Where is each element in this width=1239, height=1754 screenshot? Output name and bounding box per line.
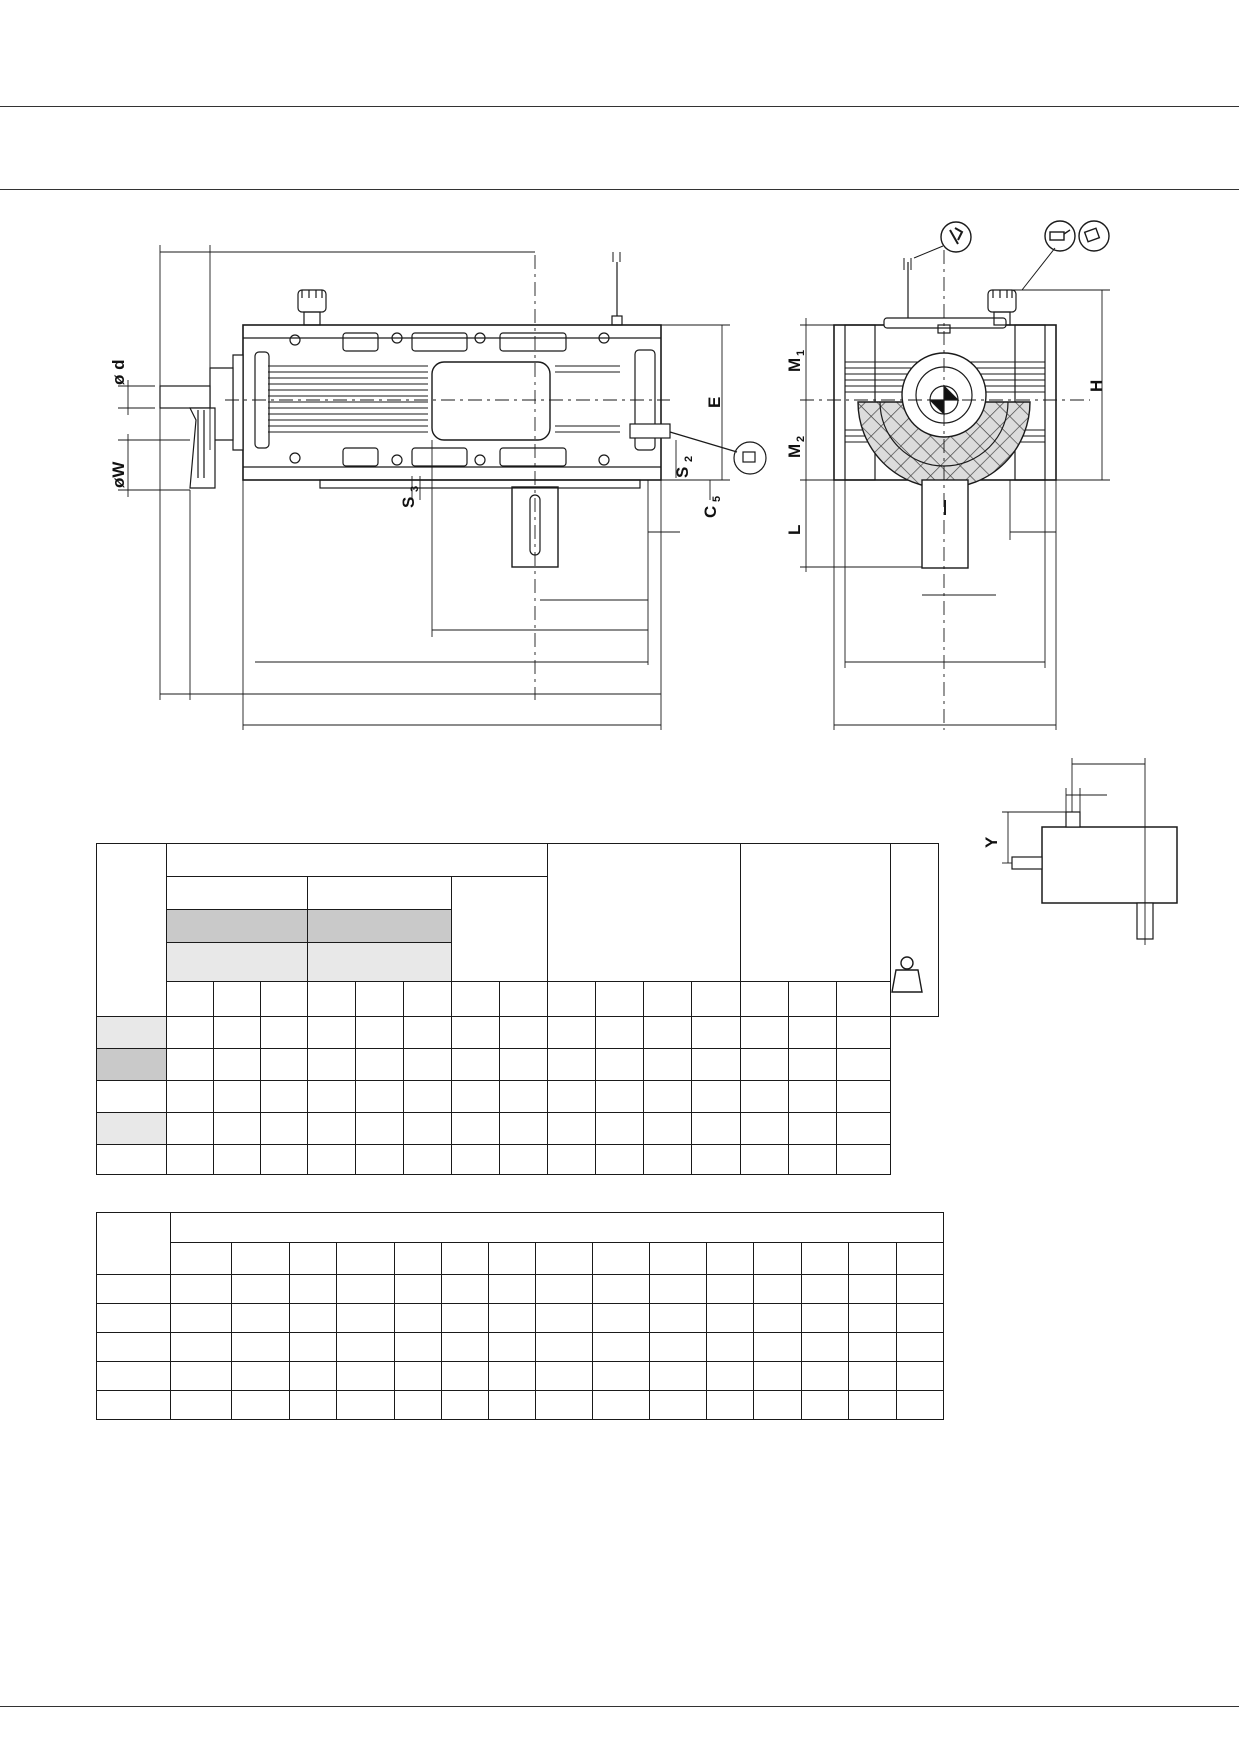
table-1-shaded-cell [166, 942, 308, 982]
label-c5-sub: 5 [711, 496, 723, 502]
table-1-header-row [96, 843, 939, 1017]
table-1-row-header [96, 1016, 167, 1049]
table-row [96, 1112, 939, 1145]
label-shaft-d: ø d [109, 360, 128, 386]
table-1-shaded-cell [307, 909, 452, 943]
table-1-cell [260, 981, 308, 1017]
front-view [800, 250, 1110, 730]
table-1-header-row [97, 876, 939, 982]
label-c5: C [701, 506, 720, 518]
label-s2-sub: 2 [683, 456, 695, 462]
table-1-shaded-cell [166, 909, 308, 943]
side-view-labels: ø d øW S 3 S 2 C 5 E [109, 360, 724, 519]
table-2-group-header [169, 1212, 945, 1243]
side-view [118, 245, 767, 730]
table-row [96, 1361, 945, 1391]
table-1-cell [166, 981, 214, 1017]
table-row [96, 1274, 945, 1304]
table-1-subgroup [307, 876, 452, 910]
table-1-row-header [96, 1048, 167, 1081]
table-1-group-header [739, 843, 892, 982]
detail-view [1002, 758, 1178, 945]
table-row [96, 1332, 945, 1362]
header-rule-top [0, 106, 1239, 107]
table-1-column-row [97, 981, 939, 1017]
label-shaft-w: øW [109, 461, 128, 488]
table-1-cell [595, 981, 644, 1017]
table-1-cell [451, 981, 500, 1017]
label-m1: M [785, 358, 804, 372]
breather-icon [1021, 220, 1110, 291]
plug-marker-icon [612, 252, 621, 262]
table-1-header-row [97, 909, 939, 943]
table-1-cell [499, 981, 548, 1017]
label-s2: S [673, 467, 692, 478]
table-1-row-header [96, 1080, 167, 1113]
front-view-labels: M 1 M 2 L H [785, 350, 1106, 535]
lubrication-icon [1044, 220, 1076, 252]
table-1-group-header [166, 843, 548, 877]
header-rule-bottom [0, 189, 1239, 190]
footer-rule [0, 1706, 1239, 1707]
table-1-shaded-cell [307, 942, 452, 982]
table-1-cell [403, 981, 452, 1017]
table-1-group-header [547, 843, 741, 982]
table-row [96, 1144, 939, 1175]
label-l: L [785, 525, 804, 535]
label-m2: M [785, 444, 804, 458]
label-h: H [1087, 380, 1106, 392]
table-2-header-row [96, 1212, 945, 1275]
table-1-subgroup [451, 876, 548, 982]
table-1-cell [547, 981, 596, 1017]
table-1-row-header [96, 1144, 167, 1175]
table-2-corner-cell [96, 1212, 171, 1275]
table-2-column-row [97, 1242, 945, 1275]
table-1-cell [643, 981, 692, 1017]
table-1-cell [355, 981, 404, 1017]
table-1-corner-cell [96, 843, 167, 1017]
table-row [96, 1390, 945, 1420]
table-row [96, 1303, 945, 1333]
label-m2-sub: 2 [795, 436, 807, 442]
label-e: E [705, 397, 724, 408]
label-s3-sub: 3 [409, 486, 421, 492]
dimension-table-2 [96, 1212, 945, 1420]
table-1-cell [788, 981, 837, 1017]
table-1-header-row [97, 942, 939, 982]
wrench-icon [913, 221, 972, 259]
table-1-cell [740, 981, 789, 1017]
table-1-cell [307, 981, 356, 1017]
table-row [96, 1080, 939, 1113]
table-1-row-header [96, 1112, 167, 1145]
label-s3: S [399, 497, 418, 508]
table-row [96, 1016, 939, 1049]
dimension-table-1 [96, 843, 939, 1175]
table-row [96, 1048, 939, 1081]
plug-marker-icon-front [903, 258, 912, 270]
table-1-cell [213, 981, 261, 1017]
label-m1-sub: 1 [795, 350, 807, 356]
table-1-weight-header [890, 843, 939, 1017]
table-1-subgroup [166, 876, 308, 910]
label-y: Y [982, 836, 1001, 848]
table-1-cell [691, 981, 741, 1017]
